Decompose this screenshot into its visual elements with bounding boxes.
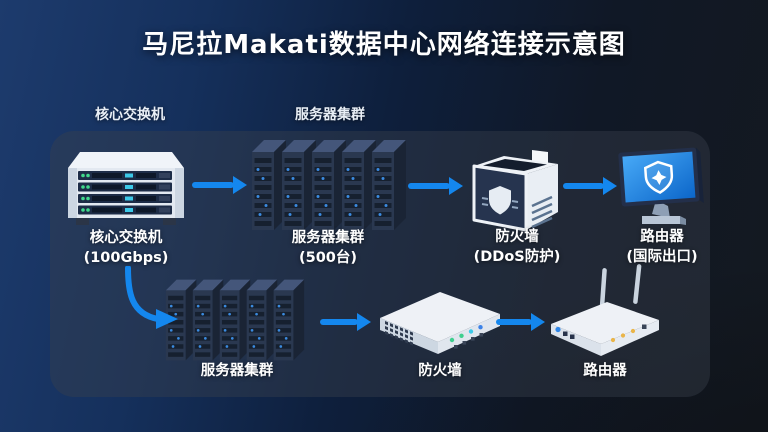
shield-crate-icon: [472, 150, 558, 232]
core-switch-node: [60, 146, 192, 238]
rack-switch-icon: [68, 152, 184, 225]
core-switch-label: 核心交换机 (100Gbps): [83, 230, 169, 266]
sparkle-icon: [651, 170, 667, 186]
router-bottom-node: [545, 262, 665, 366]
arrow-cluster-to-firewall-bottom: [320, 319, 358, 325]
monitor-shield-icon: [618, 147, 704, 225]
antenna-icon: [599, 268, 607, 310]
section-header-server-cluster: 服务器集群: [295, 107, 365, 123]
router-bottom-label: 路由器: [583, 363, 627, 379]
firewall-top-node: [468, 140, 564, 236]
server-cluster-bottom-label: 服务器集群: [200, 363, 274, 379]
firewall-bottom-node: [372, 286, 506, 366]
router-top-node: [616, 140, 704, 234]
arrow-core-to-bottom-cluster: [125, 266, 178, 329]
server-cluster-top-node: [248, 136, 410, 238]
antenna-icon: [633, 264, 642, 304]
wifi-router-icon: [551, 264, 659, 356]
server-towers-icon: [252, 140, 406, 230]
router-top-label: 路由器 (国际出口): [626, 229, 698, 265]
arrow-firewall-to-router: [563, 183, 604, 189]
server-cluster-top-label: 服务器集群 (500台): [291, 230, 365, 266]
arrow-core-to-cluster: [192, 182, 234, 188]
appliance-icon: [380, 292, 500, 354]
shield-icon: [489, 186, 511, 215]
section-header-core-switch: 核心交换机: [95, 107, 165, 123]
arrow-firewall-to-router-bottom: [496, 319, 532, 325]
arrow-cluster-to-firewall: [408, 183, 450, 189]
diagram-title: 马尼拉Makati数据中心网络连接示意图: [142, 30, 626, 60]
firewall-bottom-label: 防火墙: [418, 363, 462, 379]
firewall-top-label: 防火墙 (DDoS防护): [473, 229, 561, 265]
